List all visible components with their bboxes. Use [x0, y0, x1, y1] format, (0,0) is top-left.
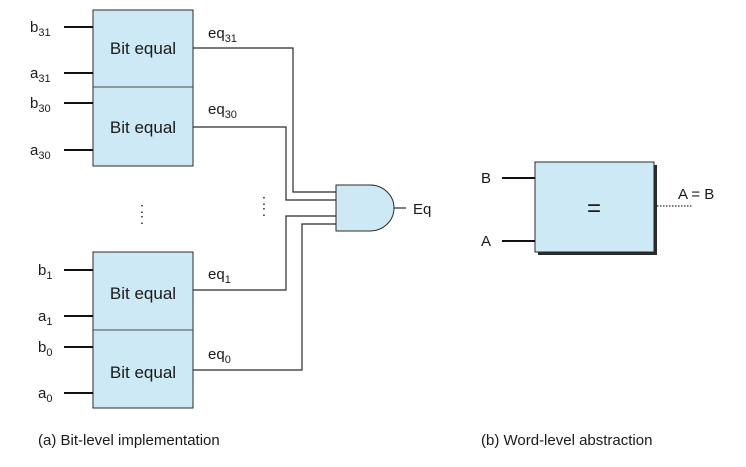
wire-eq31	[193, 47, 336, 193]
bit-equal-0-label: Bit equal	[110, 363, 176, 382]
label-B: B	[481, 170, 491, 187]
and-gate	[335, 184, 395, 232]
label-eq31: eq31	[208, 25, 237, 45]
label-b0: b0	[38, 339, 52, 359]
bit-equal-1-label: Bit equal	[110, 284, 176, 303]
bit-equal-stack-bottom	[92, 251, 194, 409]
caption-bit-level: (a) Bit-level implementation	[38, 432, 220, 449]
comparator-body	[534, 161, 655, 253]
gate-output-label: Eq	[413, 201, 431, 218]
label-a30: a30	[30, 142, 51, 162]
input-pins	[64, 26, 93, 394]
caption-word-level: (b) Word-level abstraction	[481, 432, 652, 449]
bit-equal-31-label: Bit equal	[110, 39, 176, 58]
ellipsis-left: :	[140, 200, 144, 217]
wire-eq0	[193, 223, 336, 371]
label-b31: b31	[30, 19, 51, 39]
wire-eq1	[193, 215, 336, 291]
label-b30: b30	[30, 95, 51, 115]
label-AeqB: A = B	[678, 186, 714, 203]
ellipsis-right-lower: :	[262, 203, 266, 220]
label-eq0: eq0	[208, 346, 231, 366]
label-a0: a0	[38, 385, 52, 405]
bit-equal-stack-top-body	[92, 9, 194, 167]
label-A: A	[481, 233, 491, 250]
wire-eq30	[193, 126, 336, 201]
bit-equal-stack-top	[92, 9, 194, 167]
label-a1: a1	[38, 308, 52, 328]
comparator-symbol: =	[587, 195, 601, 222]
label-eq1: eq1	[208, 266, 231, 286]
label-eq30: eq30	[208, 101, 237, 121]
ellipsis-right: :	[262, 192, 266, 209]
label-b1: b1	[38, 262, 52, 282]
label-a31: a31	[30, 65, 51, 85]
bit-equal-30-label: Bit equal	[110, 118, 176, 137]
ellipsis-left-lower: :	[140, 211, 144, 228]
output-wires	[193, 47, 336, 371]
and-gate-body	[335, 184, 395, 232]
word-level-comparator	[534, 161, 657, 255]
